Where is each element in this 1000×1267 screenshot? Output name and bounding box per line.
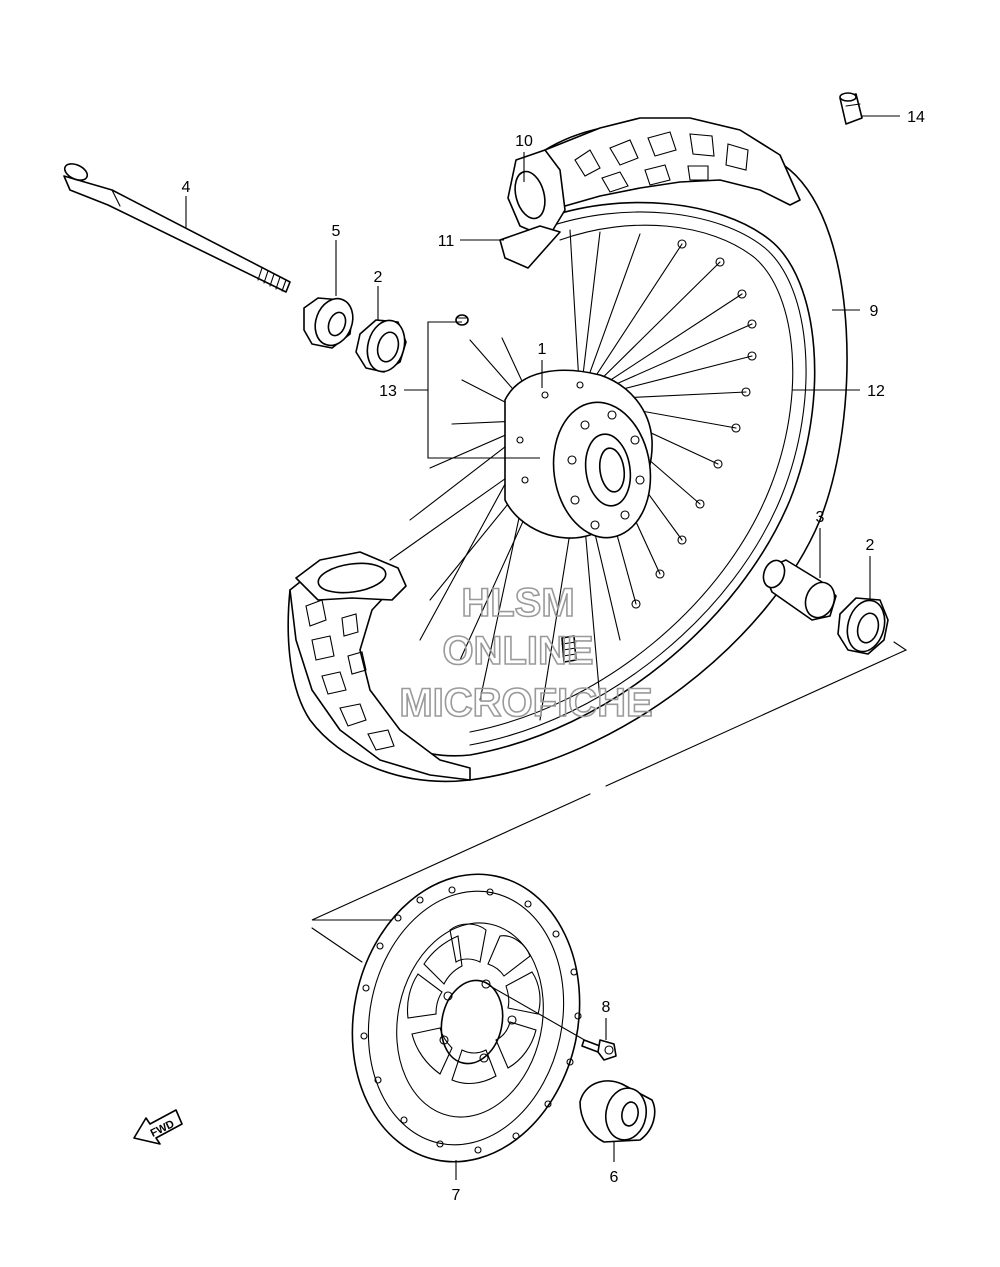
valve-stem xyxy=(561,635,577,663)
callout-numbers: 1 2 2 3 4 5 6 7 8 9 10 11 12 13 14 xyxy=(182,109,925,1204)
right-spacer xyxy=(762,559,837,621)
brake-disc xyxy=(351,873,582,1163)
callout-13: 13 xyxy=(379,383,397,400)
callout-1: 1 xyxy=(538,341,547,358)
axle-spacer xyxy=(303,297,354,349)
callout-2-lower: 2 xyxy=(866,537,875,554)
callout-7: 7 xyxy=(452,1187,461,1204)
callout-14: 14 xyxy=(907,109,925,126)
wheel-bearing-left xyxy=(355,319,407,373)
callout-12: 12 xyxy=(867,383,885,400)
wheel-hub xyxy=(504,369,653,539)
callout-3: 3 xyxy=(816,509,825,526)
watermark-line-2: ONLINE xyxy=(442,629,593,673)
watermark: HLSM ONLINE MICROFICHE xyxy=(399,580,654,726)
disc-bolt xyxy=(489,985,617,1061)
callout-2-upper: 2 xyxy=(374,269,383,286)
callout-9: 9 xyxy=(870,303,879,320)
fwd-label: FWD xyxy=(149,1118,177,1140)
watermark-line-1: HLSM xyxy=(461,581,574,625)
callout-10: 10 xyxy=(515,133,533,150)
callout-5: 5 xyxy=(332,223,341,240)
callout-8: 8 xyxy=(602,999,611,1016)
front-tire-and-rim xyxy=(287,117,848,783)
wheel-bearing-right xyxy=(837,597,889,655)
forward-direction-arrow: FWD xyxy=(133,1109,183,1145)
callout-11: 11 xyxy=(438,233,455,250)
callout-leaders xyxy=(185,115,900,1180)
callout-4: 4 xyxy=(182,179,191,196)
valve-cap xyxy=(839,92,863,125)
spoke-nipple xyxy=(455,314,469,326)
front-axle xyxy=(63,163,291,293)
watermark-line-3: MICROFICHE xyxy=(399,681,652,725)
dust-seal xyxy=(579,1080,656,1143)
callout-6: 6 xyxy=(610,1169,619,1186)
